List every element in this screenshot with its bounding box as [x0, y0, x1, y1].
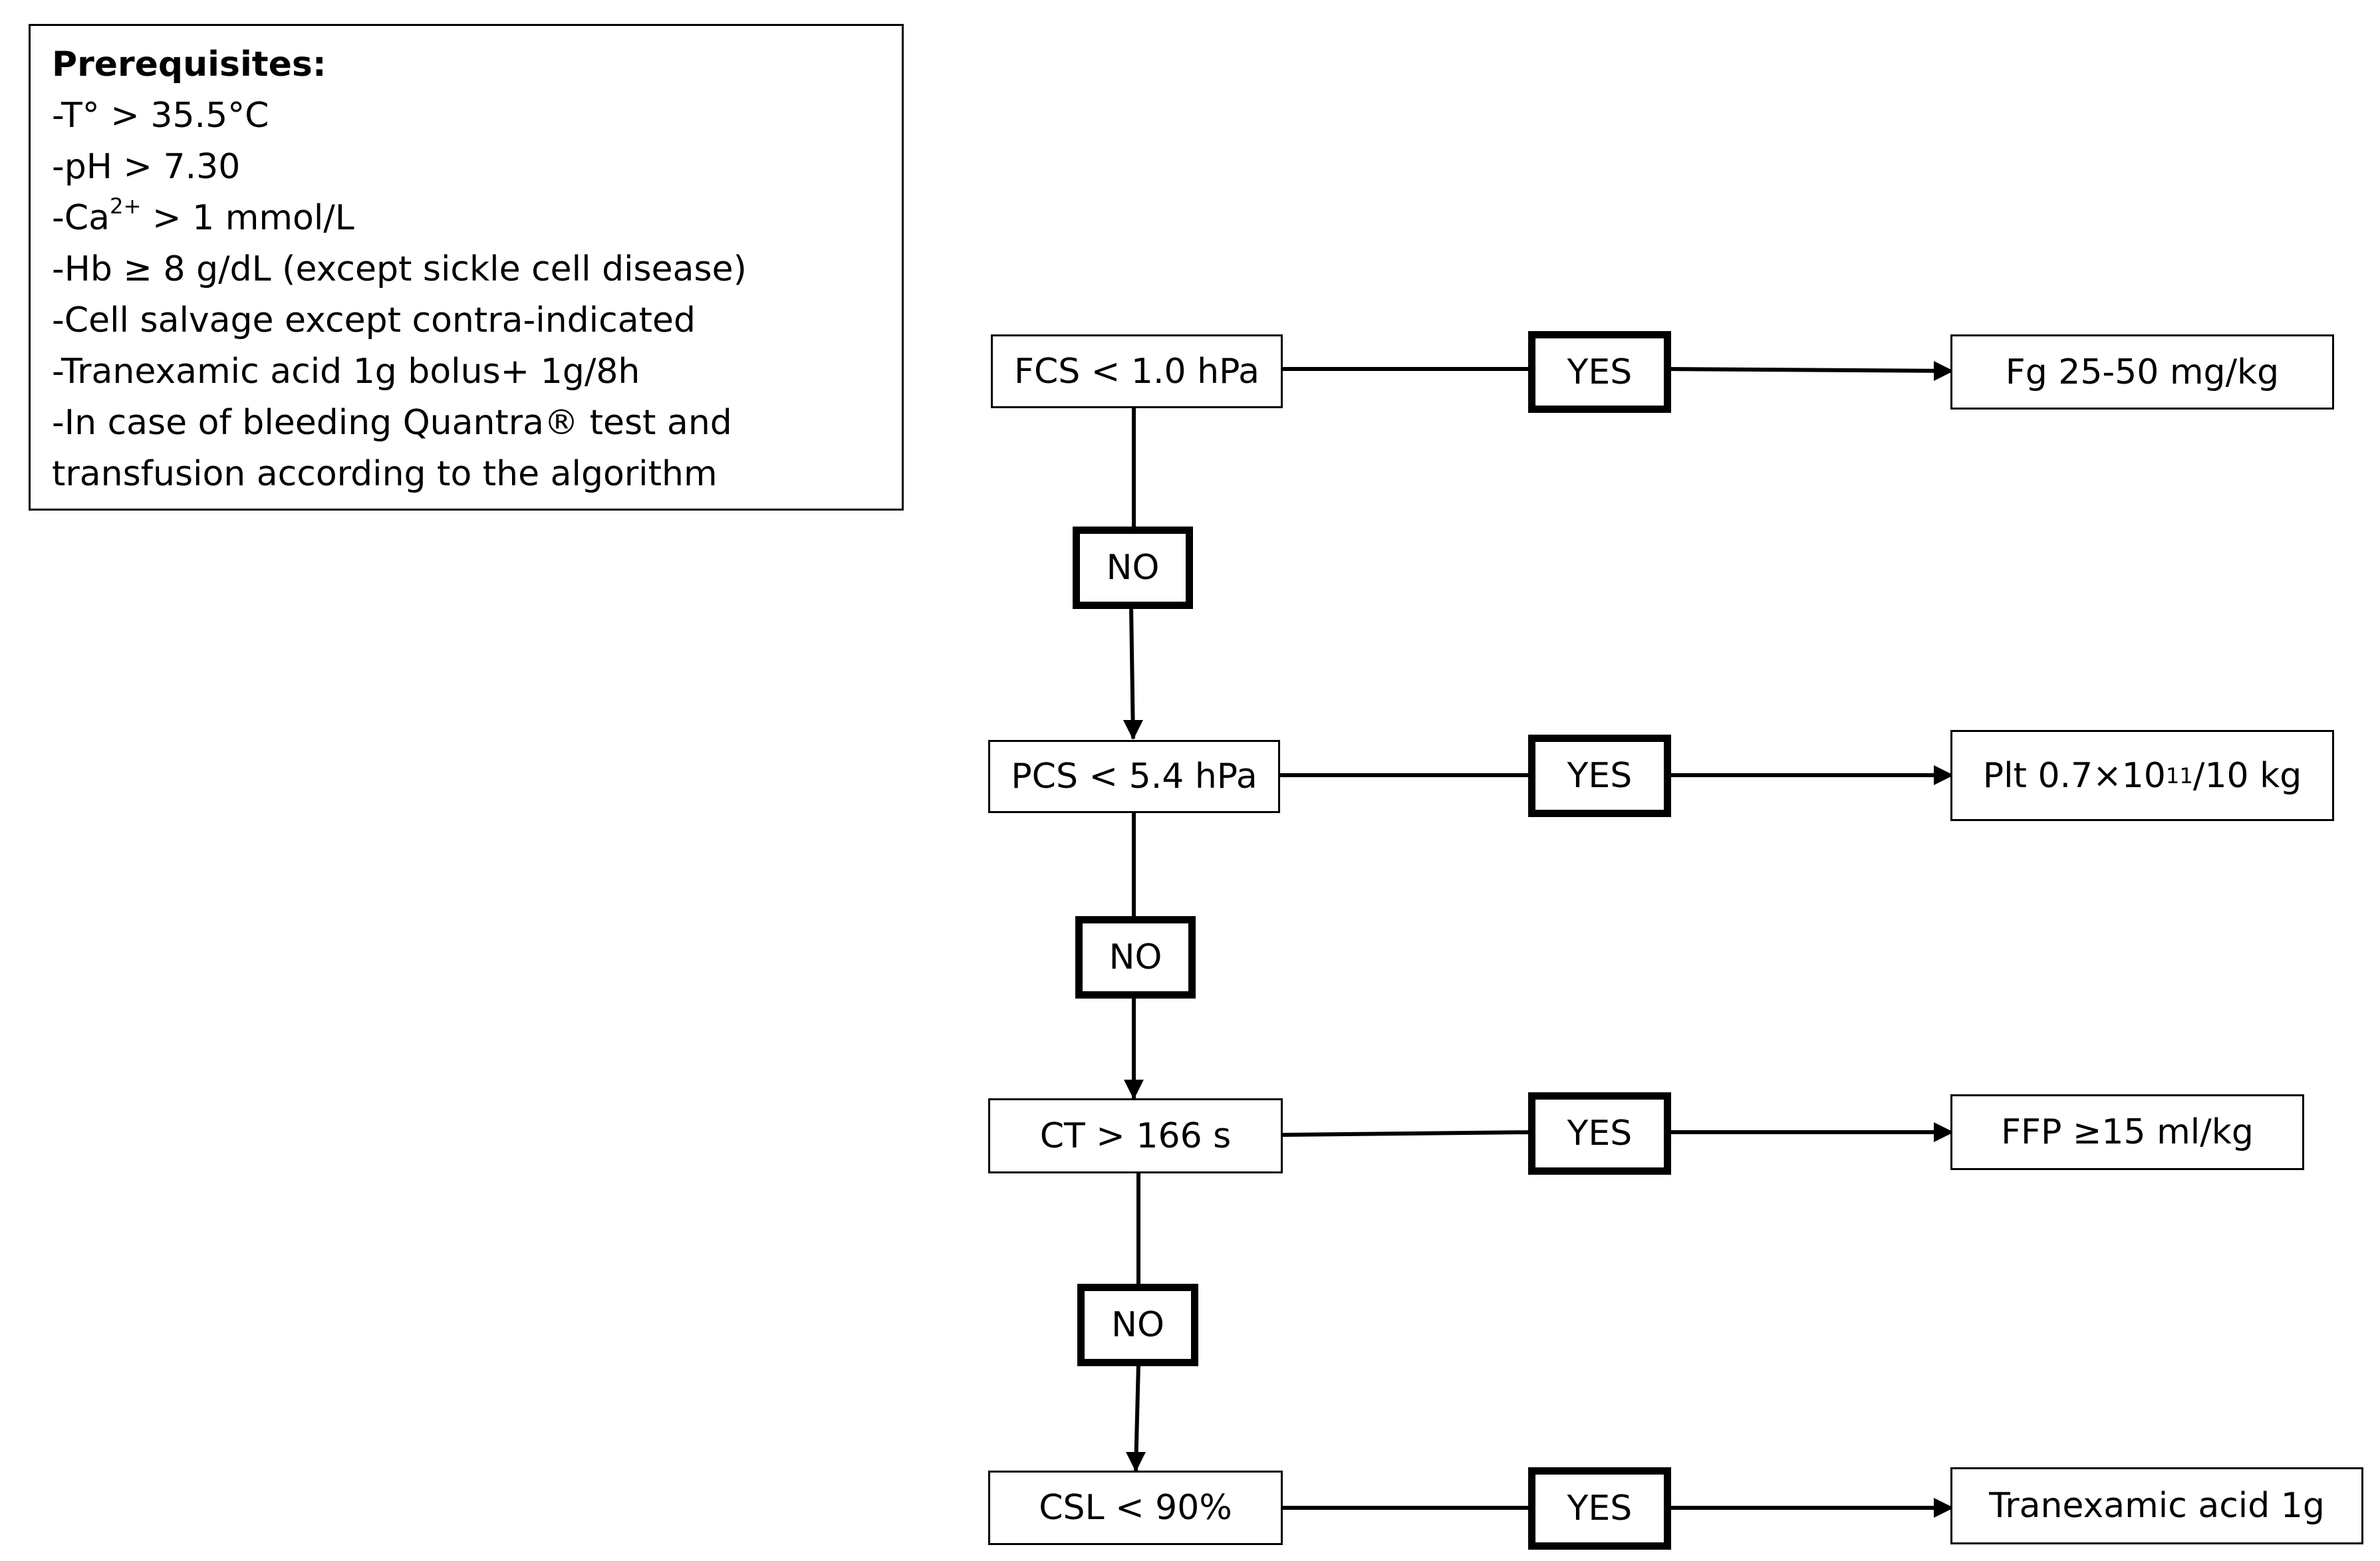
prereq-calcium-superscript: 2+ — [109, 193, 142, 219]
arrowhead-plt — [1934, 765, 1954, 785]
arrowhead-pcs — [1123, 720, 1143, 740]
yes-label-csl: YES — [1528, 1467, 1671, 1550]
arrowhead-txa — [1934, 1498, 1954, 1518]
prereq-bleeding-line-1: -In case of bleeding Quantra® test and — [52, 403, 732, 443]
outcome-ffp: FFP ≥15 ml/kg — [1950, 1094, 2304, 1170]
yes-label-fcs: YES — [1528, 331, 1671, 413]
prereq-ph: -pH > 7.30 — [52, 147, 241, 187]
prereq-calcium-suffix: > 1 mmol/L — [141, 198, 354, 238]
decision-pcs: PCS < 5.4 hPa — [988, 740, 1280, 813]
arrow-ct-yes — [1282, 1130, 1533, 1137]
prereq-cell-salvage: -Cell salvage except contra-indicated — [52, 300, 696, 340]
arrowhead-ffp — [1934, 1122, 1954, 1142]
arrow-no-pcs — [1129, 606, 1135, 739]
no-label-pcs: NO — [1075, 916, 1196, 999]
decision-fcs: FCS < 1.0 hPa — [991, 334, 1283, 408]
arrow-yes-fg — [1667, 367, 1953, 373]
decision-ct: CT > 166 s — [988, 1098, 1283, 1173]
prereq-tranexamic: -Tranexamic acid 1g bolus+ 1g/8h — [52, 352, 640, 392]
prereq-temperature: -T° > 35.5°C — [52, 96, 269, 136]
no-label-fcs: NO — [1073, 527, 1193, 609]
outcome-platelets-suffix: /10 kg — [2192, 755, 2302, 796]
prereq-calcium-prefix: -Ca — [52, 198, 110, 238]
yes-label-pcs: YES — [1528, 735, 1671, 817]
decision-csl: CSL < 90% — [988, 1471, 1283, 1545]
arrowhead-ct — [1124, 1080, 1144, 1100]
prereq-bleeding-line-2: transfusion according to the algorithm — [52, 454, 718, 494]
outcome-fibrinogen: Fg 25-50 mg/kg — [1950, 334, 2334, 410]
outcome-platelets-prefix: Plt 0.7×10 — [1982, 755, 2166, 796]
arrowhead-csl — [1126, 1452, 1146, 1472]
yes-label-ct: YES — [1528, 1092, 1671, 1175]
prerequisites-box: Prerequisites: -T° > 35.5°C -pH > 7.30 -… — [29, 24, 904, 511]
no-label-ct: NO — [1077, 1284, 1198, 1366]
prereq-calcium: -Ca2+ > 1 mmol/L — [52, 193, 882, 244]
outcome-tranexamic: Tranexamic acid 1g — [1950, 1467, 2363, 1544]
prereq-hemoglobin: -Hb ≥ 8 g/dL (except sickle cell disease… — [52, 249, 747, 289]
arrowhead-fg — [1934, 361, 1954, 381]
prerequisites-title: Prerequisites: — [52, 45, 327, 84]
